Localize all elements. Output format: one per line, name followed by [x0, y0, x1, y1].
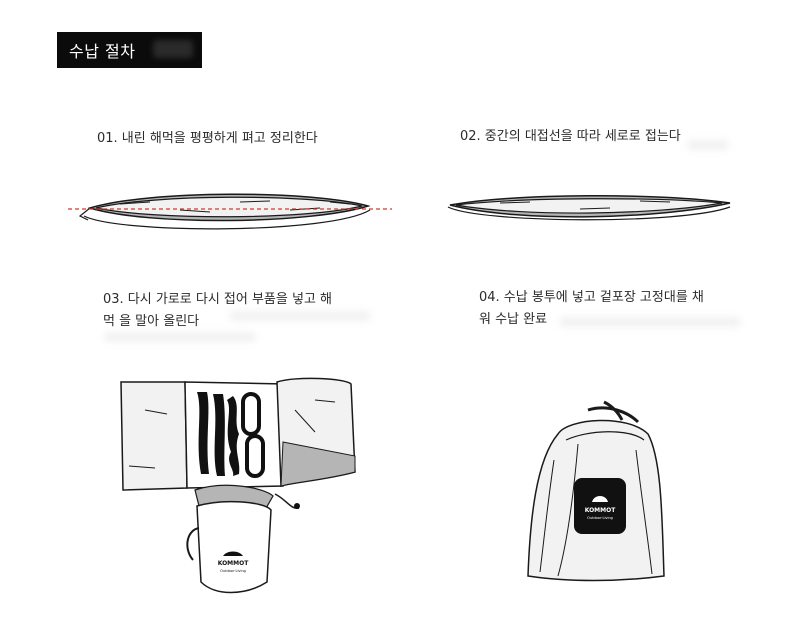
- section-title: 수납 절차: [69, 42, 136, 61]
- text-blur: [560, 318, 740, 326]
- bag-logo-icon: [592, 496, 608, 502]
- bag-logo-patch: [574, 478, 626, 534]
- mug-tagline-text: Outdoor·Living: [220, 569, 246, 573]
- step-3-line1: 03. 다시 가로로 다시 접어 부품을 넣고 해: [103, 292, 333, 307]
- mug-logo-icon: [223, 551, 243, 556]
- step-4-line2: 워 수납 완료: [479, 312, 548, 327]
- step-3-caption: 03. 다시 가로로 다시 접어 부품을 넣고 해 먹 을 말아 올린다: [103, 289, 393, 333]
- title-smudge: [153, 40, 193, 58]
- section-title-bar: 수납 절차: [57, 32, 202, 68]
- storage-bag-illustration: KOMMOT Outdoor·Living: [527, 400, 665, 582]
- text-blur: [230, 312, 370, 320]
- mug-brand-text: KOMMOT: [218, 560, 250, 567]
- step-1-caption: 01. 내린 해먹을 평평하게 펴고 정리한다: [97, 128, 318, 150]
- step-4-caption: 04. 수납 봉투에 넣고 겉포장 고정대를 채 워 수납 완료: [479, 287, 769, 331]
- bag-tagline-text: Outdoor·Living: [587, 516, 613, 520]
- bag-brand-text: KOMMOT: [585, 507, 617, 514]
- text-blur: [688, 141, 728, 149]
- hammock-rolled-with-parts-illustration: KOMMOT Outdoor·Living: [120, 377, 356, 594]
- text-blur: [105, 333, 255, 341]
- hammock-folded-illustration: [447, 194, 731, 221]
- step-2-text: 02. 중간의 대접선을 따라 세로로 접는다: [460, 129, 681, 144]
- step-3-line2: 먹 을 말아 올린다: [103, 314, 200, 329]
- hammock-flat-illustration: [68, 193, 392, 230]
- step-4-line1: 04. 수납 봉투에 넣고 겉포장 고정대를 채: [479, 290, 704, 305]
- step-1-text: 01. 내린 해먹을 평평하게 펴고 정리한다: [97, 131, 318, 146]
- step-2-caption: 02. 중간의 대접선을 따라 세로로 접는다: [460, 126, 681, 148]
